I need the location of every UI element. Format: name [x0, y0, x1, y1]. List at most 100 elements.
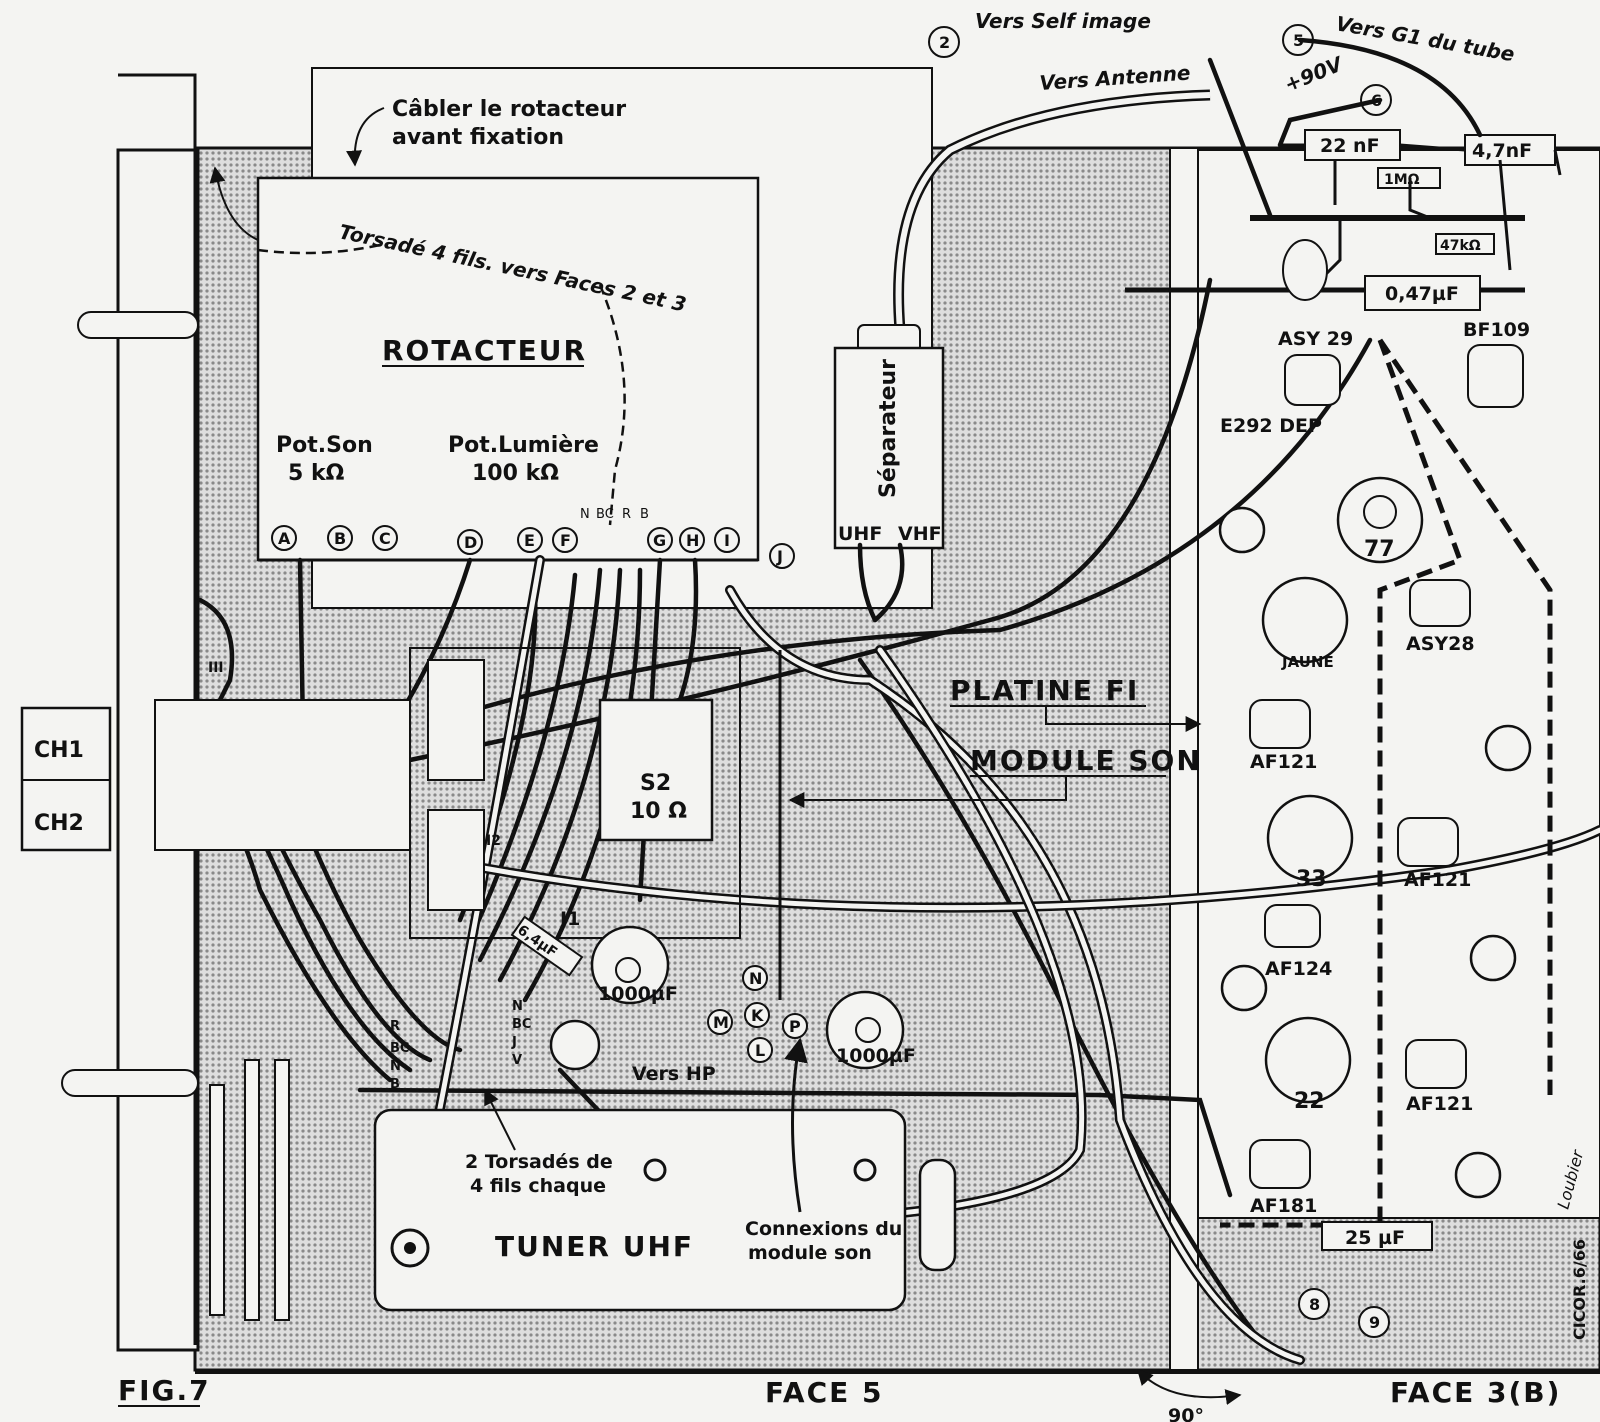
vers-antenne-label: Vers Antenne	[1039, 60, 1192, 94]
af121-socket-1	[1249, 699, 1311, 749]
module-terminals: N K M L P	[707, 965, 808, 1063]
cap-1000uf-b-label: 1000µF	[836, 1045, 916, 1067]
connexions-line1: Connexions du	[745, 1218, 902, 1240]
shaft-bottom	[61, 1069, 199, 1097]
platine-fi-pointer	[1045, 706, 1202, 732]
tuner-post-1	[643, 1158, 667, 1182]
platine-fi-label: PLATINE FI	[950, 674, 1139, 707]
separateur-label: Séparateur	[876, 359, 901, 498]
coil-22-label: 22	[1294, 1089, 1325, 1114]
svg-text:I: I	[724, 531, 730, 550]
af121-socket-2	[1397, 817, 1459, 867]
plate-1	[209, 1084, 225, 1316]
torsade-dashed-wire	[257, 243, 626, 526]
tuner-post-2	[853, 1158, 877, 1182]
plate-3	[274, 1059, 290, 1321]
svg-text:9: 9	[1369, 1313, 1380, 1332]
bf109-label: BF109	[1463, 319, 1530, 341]
tuner-uhf-label: TUNER UHF	[495, 1230, 694, 1263]
wire-code-n: N	[580, 507, 590, 522]
i2-block	[427, 809, 485, 911]
vers-g1-label: Vers G1 du tube	[1334, 11, 1516, 66]
wire-code-v-2: V	[512, 1053, 522, 1068]
connexions-pointer	[784, 1037, 808, 1213]
terminal-k: K	[744, 1002, 770, 1028]
cap-1000uf-a-label: 1000µF	[598, 983, 678, 1005]
torsades-pointer	[484, 1088, 516, 1151]
module-son-pointer	[788, 776, 1067, 808]
coil-jaune-label: JAUNE	[1281, 653, 1334, 671]
top-right-board: 22 nF 4,7nF 1MΩ 47kΩ 0,47µF	[1125, 129, 1562, 311]
res-47k	[1435, 233, 1495, 255]
angle-arc	[1136, 1368, 1242, 1405]
af181-socket	[1249, 1139, 1311, 1189]
separateur-block: Séparateur UHF VHF	[833, 89, 1211, 550]
asy29-socket	[1284, 354, 1341, 406]
face3-label: FACE 3(B)	[1390, 1376, 1561, 1409]
top-bracket	[118, 73, 197, 1345]
callout-2: 2	[928, 26, 960, 58]
iii-label: III	[208, 660, 224, 676]
terminal-m: M	[707, 1009, 733, 1035]
terminal-h: H	[679, 527, 705, 553]
af124-label: AF124	[1265, 958, 1332, 980]
terminal-a: A	[271, 525, 297, 551]
bf109-socket	[1467, 344, 1524, 408]
vers-hp-label: Vers HP	[632, 1063, 716, 1085]
wire-codes-top: N BC R B	[580, 507, 649, 522]
wire-code-bc: BC	[596, 507, 614, 522]
pot-lumiere-label: Pot.Lumière	[448, 433, 599, 458]
svg-text:P: P	[789, 1017, 801, 1036]
res-47k-label: 47kΩ	[1440, 238, 1481, 254]
cap-1000uf-a-plus	[615, 957, 641, 983]
hp-connector	[549, 1019, 601, 1071]
module-son: S2 10 Ω I2 I1	[409, 647, 782, 1000]
terminal-l: L	[747, 1037, 773, 1063]
face5-label: FACE 5	[765, 1376, 884, 1409]
face3-parts: ASY 29 BF109 E292 DEP 77 JAUNE ASY28 AF1…	[1218, 319, 1532, 1251]
cabler-line2: avant fixation	[392, 125, 564, 150]
separateur-box	[833, 346, 945, 550]
e292-label: E292 DEP	[1220, 415, 1322, 437]
wire-code-n-1: N	[390, 1059, 401, 1074]
asy29-transistor-top	[1282, 239, 1328, 301]
svg-text:A: A	[278, 529, 291, 548]
credit-label: CICOR.6/66	[1570, 1239, 1589, 1340]
svg-text:B: B	[334, 529, 346, 548]
rotacteur-terminals: A B C D E F G H I J	[271, 525, 795, 569]
s2-transformer	[598, 698, 714, 842]
svg-text:M: M	[713, 1013, 729, 1032]
cabler-line1: Câbler le rotacteur	[392, 97, 626, 122]
asy28-label: ASY28	[1406, 633, 1475, 655]
torsades-line2: 4 fils chaque	[470, 1175, 606, 1197]
cap-4-7nf	[1464, 134, 1556, 166]
wire-code-r: R	[622, 507, 631, 522]
wire-codes-mid: R BC N B N BC J V	[390, 999, 531, 1092]
side-connector	[918, 1158, 957, 1272]
af121-label-2: AF121	[1404, 869, 1471, 891]
cap-1000uf-b-plus	[855, 1017, 881, 1043]
wire-code-n-2: N	[512, 999, 523, 1014]
cap-25uf-label: 25 µF	[1345, 1227, 1405, 1249]
terminal-c: C	[372, 525, 398, 551]
cap-6-4uf	[510, 915, 584, 977]
ch1-label: CH1	[34, 738, 84, 763]
upper-block	[427, 659, 485, 781]
svg-text:J: J	[776, 547, 783, 566]
cap-0-47uf-label: 0,47µF	[1385, 283, 1459, 305]
section-labels: PLATINE FI MODULE SON	[788, 674, 1202, 808]
cap-0-47uf	[1364, 275, 1481, 311]
coil-jaune	[1261, 576, 1349, 664]
cap-4-7nf-label: 4,7nF	[1472, 140, 1532, 162]
tuner-uhf-box	[373, 1108, 907, 1312]
svg-text:N: N	[749, 969, 762, 988]
vers-self-label: Vers Self image	[975, 9, 1151, 33]
coil-33	[1266, 794, 1354, 882]
svg-text:E: E	[524, 531, 535, 550]
s2-label: S2	[640, 771, 671, 796]
rotacteur-label: ROTACTEUR	[382, 334, 587, 367]
terminal-n: N	[742, 965, 768, 991]
wire-code-b-1: B	[390, 1077, 400, 1092]
terminal-d: D	[457, 529, 483, 555]
